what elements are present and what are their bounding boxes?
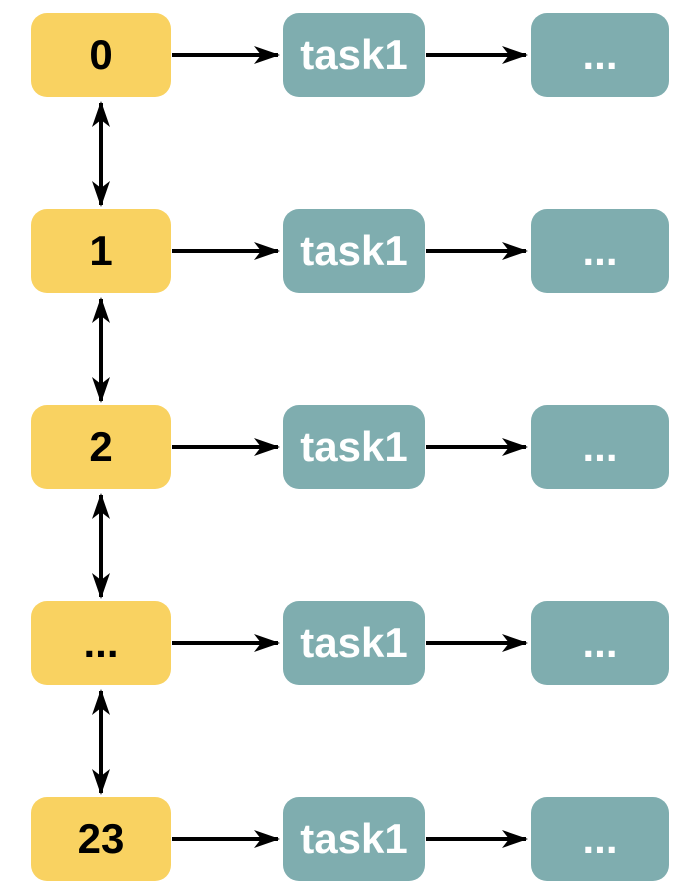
ellipsis-node-label: ...	[582, 31, 618, 78]
task-node-box: task1	[283, 13, 425, 97]
ellipsis-node-box: ...	[531, 797, 669, 881]
ellipsis-node-label: ...	[582, 227, 618, 274]
ellipsis-node-label: ...	[582, 619, 618, 666]
task-node-label: task1	[300, 619, 408, 666]
queue-node-box: ...	[31, 601, 171, 685]
queue-node-label: 1	[89, 227, 113, 274]
ellipsis-node-label: ...	[582, 423, 618, 470]
task-node-label: task1	[300, 423, 408, 470]
task-node-label: task1	[300, 815, 408, 862]
task-node-box: task1	[283, 797, 425, 881]
ellipsis-node-box: ...	[531, 209, 669, 293]
queue-node-box: 1	[31, 209, 171, 293]
queue-node-label: 23	[77, 815, 125, 862]
ellipsis-node-box: ...	[531, 405, 669, 489]
queue-node-label: 0	[89, 31, 113, 78]
task-node-box: task1	[283, 405, 425, 489]
ellipsis-node-label: ...	[582, 815, 618, 862]
task-node-box: task1	[283, 209, 425, 293]
queue-node-label: 2	[89, 423, 113, 470]
ellipsis-node-box: ...	[531, 601, 669, 685]
queue-node-label: ...	[83, 619, 119, 666]
ellipsis-node-box: ...	[531, 13, 669, 97]
queue-node-box: 0	[31, 13, 171, 97]
task-node-box: task1	[283, 601, 425, 685]
task-node-label: task1	[300, 227, 408, 274]
task-node-label: task1	[300, 31, 408, 78]
queue-node-box: 23	[31, 797, 171, 881]
queue-node-box: 2	[31, 405, 171, 489]
